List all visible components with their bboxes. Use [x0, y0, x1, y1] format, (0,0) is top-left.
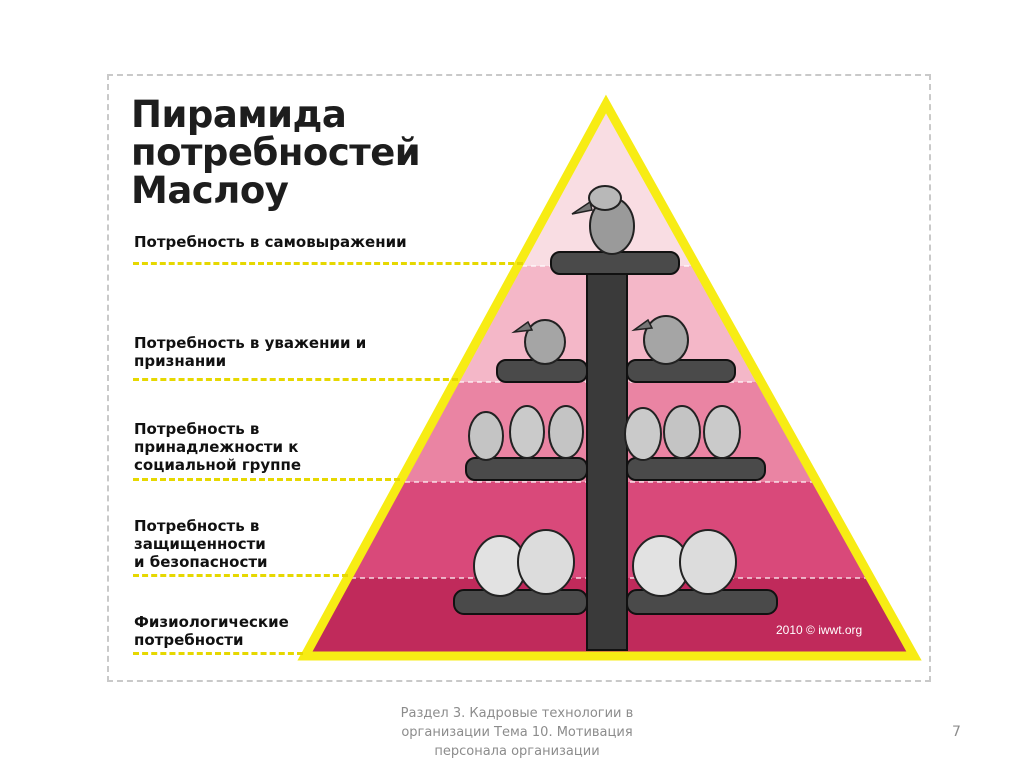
perch-branch — [550, 251, 680, 275]
level-label-safety: Потребность в защищенности и безопасност… — [134, 517, 268, 571]
level-leader-line — [133, 478, 400, 481]
slide-image-frame — [107, 74, 931, 682]
level-leader-line — [133, 262, 523, 265]
bird-icon — [511, 319, 566, 365]
bird-icon — [509, 405, 545, 459]
bird-icon — [703, 405, 741, 459]
slide-footer: Раздел 3. Кадровые технологии в организа… — [400, 706, 634, 759]
perch-pole — [453, 251, 778, 651]
bird-icon — [679, 529, 737, 595]
bird-icon — [631, 315, 689, 365]
diagram-title: Пирамида потребностей Маслоу — [131, 93, 421, 212]
level-label-self-actualization: Потребность в самовыражении — [134, 233, 407, 251]
bird-icon — [663, 405, 701, 459]
perch-branch — [465, 457, 588, 481]
copyright-text: 2010 © iwwt.org — [776, 623, 863, 637]
perch-branch — [626, 457, 766, 481]
level-leader-line — [133, 652, 303, 655]
bird-icon — [468, 411, 504, 461]
level-leader-line — [133, 378, 458, 381]
title-line: потребностей — [131, 131, 421, 174]
level-leader-line — [133, 574, 348, 577]
title-line: Маслоу — [131, 169, 289, 212]
title-line: Пирамида — [131, 93, 347, 136]
perch-branch — [453, 589, 588, 615]
level-label-physiological: Физиологические потребности — [134, 613, 289, 649]
page-number: 7 — [952, 724, 961, 740]
bird-icon — [548, 405, 584, 459]
level-label-belonging: Потребность в принадлежности к социально… — [134, 420, 302, 474]
bird-icon — [571, 185, 635, 255]
bird-icon — [517, 529, 575, 595]
bird-icon — [624, 407, 662, 461]
level-label-esteem: Потребность в уважении и признании — [134, 334, 367, 370]
perch-branch — [626, 359, 736, 383]
